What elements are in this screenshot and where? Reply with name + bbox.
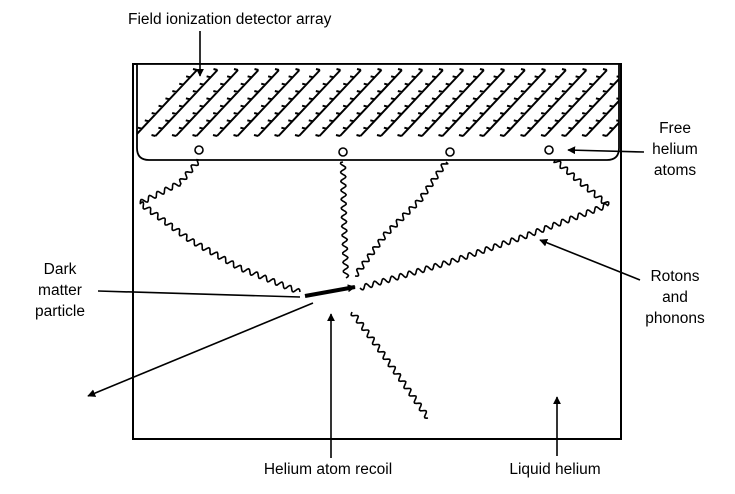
detector-array-label: Field ionization detector array <box>128 11 332 28</box>
recoil-label: Helium atom recoil <box>264 461 392 478</box>
helium-atom <box>445 147 455 157</box>
dark-matter-incoming-arrow <box>304 284 356 298</box>
wave-far-right-to-atom <box>359 159 610 291</box>
rotons-label: Rotons and phonons <box>645 268 705 327</box>
dark-matter-label-line: Dark <box>44 261 77 278</box>
dark-matter-label: Dark matter particle <box>35 261 85 320</box>
rotons-label-line: Rotons <box>650 268 699 285</box>
liquid-helium-label: Liquid helium <box>509 461 600 478</box>
free-atoms-pointer-arrow <box>567 146 645 155</box>
helium-atom <box>194 145 204 155</box>
dark-matter-pointer-line <box>97 290 301 298</box>
dark-matter-label-line: matter <box>38 282 82 299</box>
detector-hatching <box>137 68 619 137</box>
wave-center-to-atom <box>339 161 350 279</box>
dark-matter-label-line: particle <box>35 303 85 320</box>
rotons-label-line: and <box>662 289 688 306</box>
wave-downward <box>350 311 429 419</box>
detector-array <box>136 63 620 161</box>
free-atoms-label-line: helium <box>652 141 698 158</box>
roton-phonon-paths <box>139 158 610 419</box>
helium-atom <box>544 145 554 155</box>
free-atoms-label-line: Free <box>659 120 691 137</box>
wave-left-to-atom <box>139 158 301 293</box>
free-helium-atoms <box>194 145 554 157</box>
free-atoms-label: Free helium atoms <box>652 120 698 179</box>
dark-matter-outgoing-arrow <box>87 302 314 397</box>
rotons-label-line: phonons <box>645 310 705 327</box>
dark-matter-track <box>87 284 356 397</box>
helium-atom <box>338 147 348 157</box>
free-atoms-label-line: atoms <box>654 162 696 179</box>
wave-right-to-atom <box>354 161 449 277</box>
rotons-pointer-arrow <box>539 238 641 281</box>
